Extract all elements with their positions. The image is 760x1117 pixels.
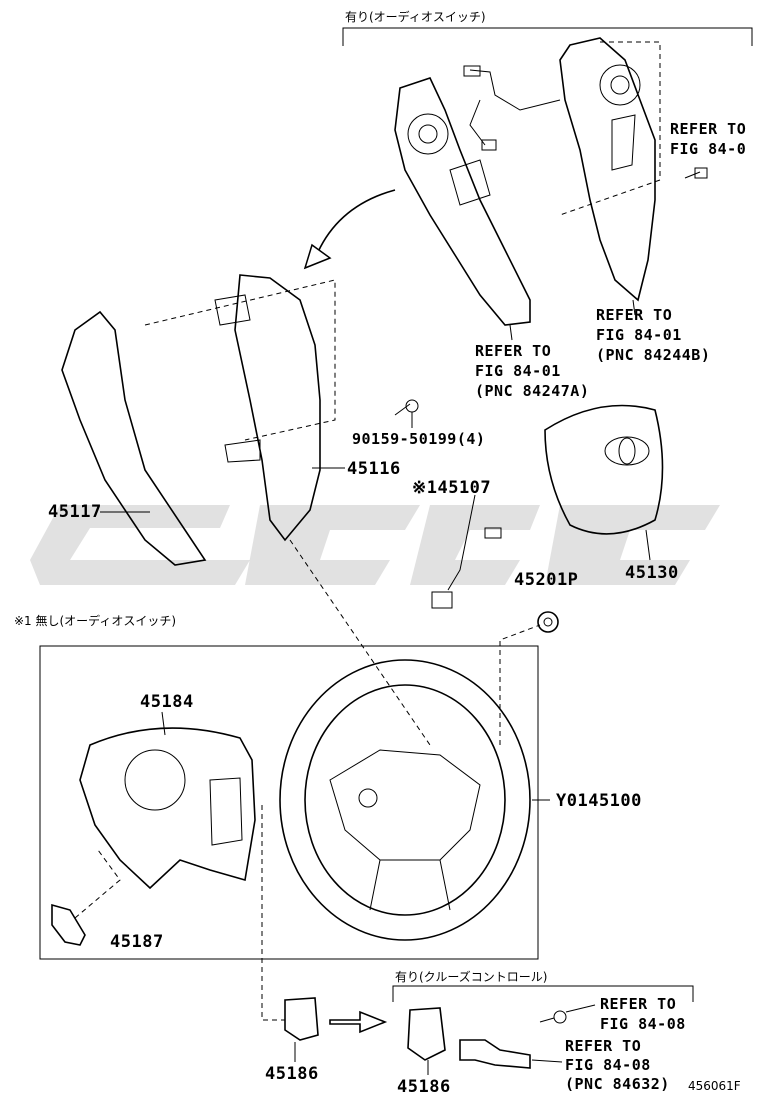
label-45187: 45187 bbox=[110, 932, 164, 952]
ref-84632-line2: FIG 84-08 bbox=[565, 1056, 651, 1074]
leader-45201P bbox=[499, 624, 541, 745]
assembly-arrow bbox=[303, 189, 396, 270]
part-45107-harness bbox=[431, 494, 502, 609]
cruise-group-label: 有り(クルーズコントロール) bbox=[395, 970, 548, 984]
part-45117-cover bbox=[61, 310, 207, 566]
ref-84247A-line3: (PNC 84247A) bbox=[475, 382, 590, 400]
label-45201P: 45201P bbox=[514, 570, 579, 590]
leader-45186 bbox=[261, 805, 285, 1021]
ref-84-08-a-line1: REFER TO bbox=[600, 995, 677, 1013]
ref-top-right-line1: REFER TO bbox=[670, 120, 747, 138]
cruise-control-group bbox=[284, 985, 694, 1075]
ref-84632-line1: REFER TO bbox=[565, 1037, 642, 1055]
label-45184: 45184 bbox=[140, 692, 194, 712]
nut-45201P bbox=[537, 611, 559, 633]
label-45116: 45116 bbox=[347, 459, 401, 479]
note-label: ※1 無し(オーディオスイッチ) bbox=[14, 614, 177, 628]
ref-84632-line3: (PNC 84632) bbox=[565, 1075, 670, 1093]
label-45117: 45117 bbox=[48, 502, 102, 522]
audio-switch-bracket bbox=[342, 27, 753, 46]
top-group-label: 有り(オーディオスイッチ) bbox=[345, 10, 486, 24]
part-45187 bbox=[51, 849, 121, 946]
wiring-harness bbox=[463, 65, 561, 151]
label-Y0145100: Y0145100 bbox=[556, 791, 642, 811]
ref-top-right-line2: FIG 84-0 bbox=[670, 140, 747, 158]
label-45130: 45130 bbox=[625, 563, 679, 583]
part-45130-airbag bbox=[544, 404, 664, 561]
diagram-id: 456061F bbox=[688, 1079, 741, 1093]
ref-84247A-line2: FIG 84-01 bbox=[475, 362, 561, 380]
ref-84244B-line2: FIG 84-01 bbox=[596, 326, 682, 344]
ref-84247A-line1: REFER TO bbox=[475, 342, 552, 360]
bolt-90159 bbox=[394, 399, 419, 428]
label-90159: 90159-50199(4) bbox=[352, 430, 486, 448]
steering-wheel-Y0145100 bbox=[279, 659, 550, 941]
audio-switch-right bbox=[559, 37, 708, 316]
audio-switch-left bbox=[394, 77, 531, 341]
label-45186-left: 45186 bbox=[265, 1064, 319, 1084]
label-45186-right: 45186 bbox=[397, 1077, 451, 1097]
ref-84244B-line1: REFER TO bbox=[596, 306, 673, 324]
watermark bbox=[30, 505, 720, 585]
no-audio-switch-box bbox=[39, 645, 539, 960]
ref-84-08-a-line2: FIG 84-08 bbox=[600, 1015, 686, 1033]
part-45116-cover bbox=[144, 274, 345, 542]
ref-84244B-line3: (PNC 84244B) bbox=[596, 346, 711, 364]
label-45107: ※145107 bbox=[412, 478, 492, 498]
part-45184-cover bbox=[79, 711, 256, 890]
